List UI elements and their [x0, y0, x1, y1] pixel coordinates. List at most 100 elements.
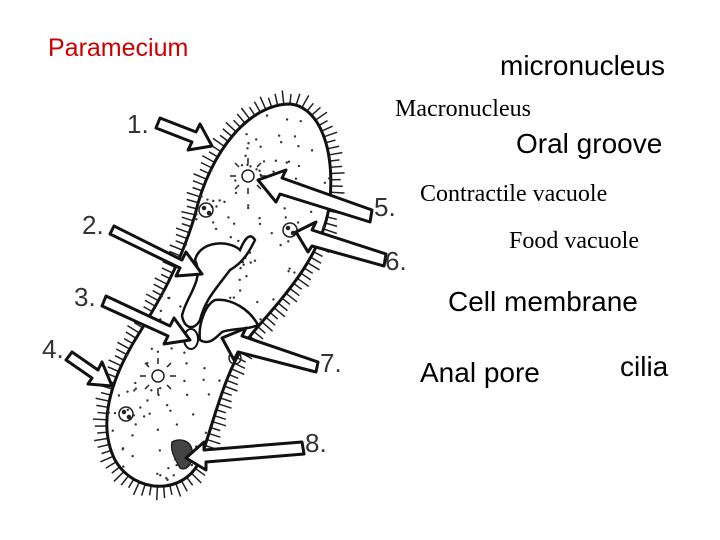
cilium	[97, 411, 108, 415]
cilium	[169, 484, 173, 496]
cilium	[330, 172, 345, 175]
cytoplasm-dot	[294, 177, 298, 180]
arrow-3	[100, 294, 192, 346]
cilium	[169, 244, 184, 251]
cytoplasm-dot	[107, 411, 111, 414]
cytoplasm-dot	[234, 191, 238, 195]
cytoplasm-dot	[245, 133, 248, 136]
cilium	[133, 321, 144, 329]
cytoplasm-dot	[262, 160, 266, 163]
cytoplasm-dot	[183, 351, 186, 354]
contractile-vacuole-top	[230, 158, 266, 194]
cytoplasm-dot	[277, 134, 281, 137]
cytoplasm-dot	[195, 218, 198, 221]
cilium	[228, 373, 239, 380]
cytoplasm-dot	[272, 298, 275, 301]
cytoplasm-dot	[259, 318, 262, 321]
cilium	[120, 475, 130, 486]
cilium	[212, 420, 227, 427]
cilium	[105, 461, 117, 469]
cilium	[125, 331, 137, 339]
cilium	[274, 93, 279, 106]
number-8: 8.	[305, 428, 327, 458]
cytoplasm-dot	[157, 393, 160, 397]
cilium	[92, 418, 107, 421]
cytoplasm-dot	[195, 213, 198, 216]
cytoplasm-dot	[229, 296, 232, 300]
cilium	[153, 283, 165, 291]
cytoplasm-dot	[131, 434, 134, 437]
cytoplasm-dot	[212, 199, 215, 203]
number-3: 3.	[74, 282, 96, 312]
cilium	[208, 151, 219, 158]
cilium	[293, 282, 303, 290]
cilium	[232, 119, 241, 128]
cilium	[206, 438, 221, 445]
cilium	[175, 227, 190, 234]
label-cilia: cilia	[620, 351, 669, 382]
cilium	[123, 337, 134, 345]
cytoplasm-dot	[244, 154, 247, 158]
cilium	[225, 121, 237, 133]
number-1: 1.	[127, 109, 149, 139]
cilium	[267, 97, 273, 108]
cytoplasm-dot	[285, 118, 289, 121]
cilium	[100, 455, 114, 463]
cilium	[186, 476, 194, 486]
cytoplasm-dot	[121, 448, 124, 451]
cytoplasm-dot	[242, 263, 245, 266]
cilium	[154, 277, 168, 285]
cilium	[193, 173, 207, 180]
cytoplasm-dot	[167, 296, 170, 300]
arrow-2	[108, 224, 204, 278]
cytoplasm-dot	[279, 243, 282, 247]
cilium	[212, 137, 225, 148]
anal-pore-shape	[170, 439, 194, 470]
label-oral-groove: Oral groove	[516, 128, 663, 159]
cytoplasm-dot	[283, 207, 286, 210]
cilium	[97, 431, 108, 434]
cilium	[222, 128, 233, 138]
label-anal-pore: Anal pore	[420, 357, 540, 388]
cilium	[226, 379, 239, 386]
cytoplasm-dot	[227, 216, 230, 219]
cilium	[175, 483, 182, 497]
cilium	[214, 414, 227, 421]
cytoplasm-dot	[258, 169, 261, 173]
cilium	[313, 251, 323, 258]
cytoplasm-dot	[131, 454, 134, 458]
cytoplasm-dot	[274, 159, 278, 162]
cytoplasm-dot	[246, 147, 249, 150]
cytoplasm-dot	[237, 239, 240, 243]
cilium	[259, 96, 267, 110]
cilium	[111, 466, 121, 474]
cilium	[161, 267, 174, 274]
cytoplasm-dot	[255, 138, 258, 141]
cilium	[310, 256, 322, 264]
cilium	[218, 403, 232, 409]
arrow-8	[184, 440, 306, 472]
cilium	[208, 432, 221, 438]
cytoplasm-dot	[202, 378, 205, 382]
cytoplasm-dot	[215, 205, 218, 208]
cytoplasm-dot	[322, 225, 325, 229]
cilium	[186, 191, 201, 198]
cytoplasm-dot	[296, 221, 300, 224]
cytoplasm-dot	[247, 204, 250, 207]
cilium	[192, 186, 203, 192]
cytoplasm-dot	[126, 408, 129, 412]
cilium	[101, 449, 112, 455]
cytoplasm-dot	[133, 389, 136, 392]
cilium	[210, 426, 221, 432]
cilium	[186, 205, 197, 210]
cilium	[145, 293, 159, 302]
cytoplasm-dot	[185, 362, 188, 365]
cilium	[273, 307, 286, 318]
cytoplasm-dot	[232, 222, 236, 225]
cytoplasm-dot	[191, 413, 195, 416]
cytoplasm-dot	[327, 177, 331, 180]
cilium	[194, 467, 206, 477]
cilium	[240, 107, 251, 120]
cytoplasm-dot	[253, 259, 257, 262]
cytoplasm-dot	[134, 387, 138, 390]
